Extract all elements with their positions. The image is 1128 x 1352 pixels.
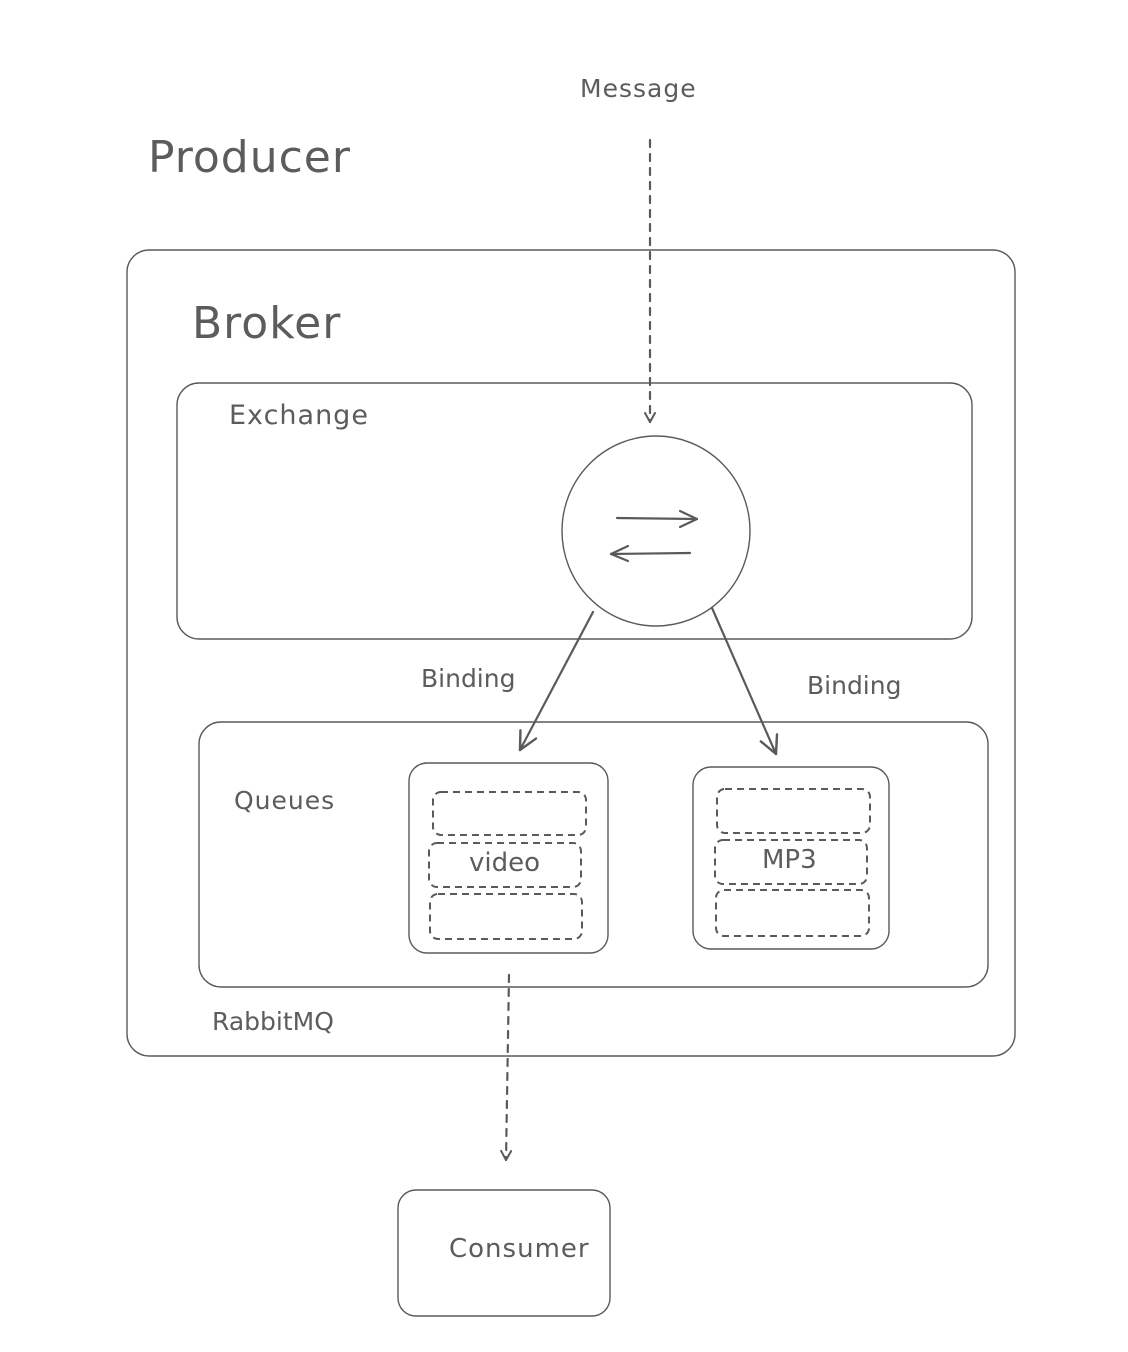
exchange-node bbox=[561, 435, 751, 627]
binding-arrow-mp3 bbox=[710, 606, 779, 756]
binding-label-left: Binding bbox=[421, 664, 516, 693]
queues-label: Queues bbox=[234, 786, 336, 815]
queue-slot bbox=[716, 788, 871, 834]
queue-video bbox=[408, 762, 609, 954]
queue-slot bbox=[428, 842, 582, 888]
queue-mp3-label: MP3 bbox=[762, 845, 817, 875]
queue-slot bbox=[715, 889, 870, 937]
consumer-box bbox=[397, 1189, 611, 1317]
broker-label: Broker bbox=[192, 298, 342, 349]
queue-video-label: video bbox=[469, 848, 541, 878]
producer-label: Producer bbox=[148, 132, 351, 183]
consumer-label: Consumer bbox=[449, 1234, 590, 1264]
queues-box bbox=[198, 721, 989, 988]
queue-slot bbox=[714, 839, 868, 885]
exchange-box bbox=[176, 382, 973, 640]
binding-label-right: Binding bbox=[807, 671, 902, 700]
swap-arrows-icon bbox=[609, 509, 699, 563]
rabbitmq-label: RabbitMQ bbox=[212, 1007, 334, 1036]
message-label: Message bbox=[580, 74, 697, 103]
queue-mp3 bbox=[692, 766, 890, 950]
exchange-label: Exchange bbox=[229, 400, 369, 431]
queue-slot bbox=[432, 791, 587, 836]
queue-slot bbox=[429, 893, 583, 940]
broker-box bbox=[126, 249, 1016, 1057]
binding-arrow-video bbox=[518, 610, 595, 752]
consumer-arrow bbox=[500, 973, 513, 1162]
